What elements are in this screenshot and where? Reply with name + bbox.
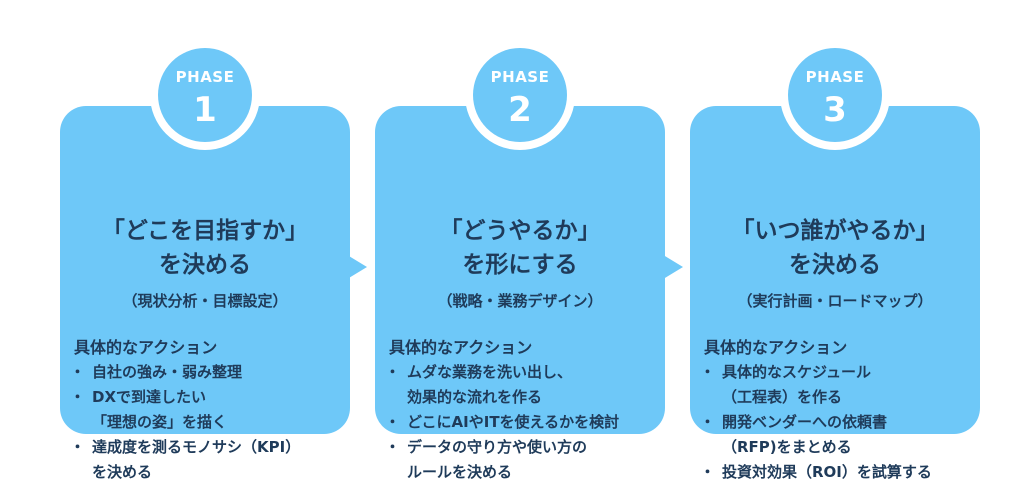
phase-subtitle: （現状分析・目標設定） <box>122 292 288 310</box>
list-item: ムダな業務を洗い出し、 効果的な流れを作る <box>385 360 659 410</box>
phase-card: 「いつ誰がやるか」 を決める （実行計画・ロードマップ） 具体的なアクション 具… <box>690 106 980 485</box>
list-item: 開発ベンダーへの依頼書 （RFP)をまとめる <box>700 410 974 460</box>
list-item: 具体的なスケジュール （工程表）を作る <box>700 360 974 410</box>
action-list: 具体的なスケジュール （工程表）を作る 開発ベンダーへの依頼書 （RFP)をまと… <box>700 360 974 485</box>
phase-card: 「どこを目指すか」 を決める （現状分析・目標設定） 具体的なアクション 自社の… <box>60 106 350 481</box>
phase-badge: PHASE 1 <box>150 40 260 150</box>
list-item: DXで到達したい 「理想の姿」を描く <box>70 385 344 435</box>
phase-number: 1 <box>193 90 217 130</box>
list-item: 自社の強み・弱み整理 <box>70 360 344 385</box>
arrow-right-icon <box>655 250 683 284</box>
phase-3-panel: 「いつ誰がやるか」 を決める （実行計画・ロードマップ） 具体的なアクション 具… <box>690 40 980 485</box>
list-item: どこにAIやITを使えるかを検討 <box>385 410 659 435</box>
action-list: 自社の強み・弱み整理 DXで到達したい 「理想の姿」を描く 達成度を測るモノサシ… <box>70 360 344 485</box>
phase-1-panel: 「どこを目指すか」 を決める （現状分析・目標設定） 具体的なアクション 自社の… <box>60 40 350 481</box>
phase-subtitle: （戦略・業務デザイン） <box>437 292 603 310</box>
phase-card: 「どうやるか」 を形にする （戦略・業務デザイン） 具体的なアクション ムダな業… <box>375 106 665 481</box>
actions-heading: 具体的なアクション <box>389 338 533 357</box>
phase-number: 3 <box>823 90 847 130</box>
phase-2-panel: 「どうやるか」 を形にする （戦略・業務デザイン） 具体的なアクション ムダな業… <box>375 40 665 481</box>
phase-badge-circle: PHASE 3 <box>788 48 882 142</box>
phase-label: PHASE <box>175 68 235 86</box>
phase-title: 「どこを目指すか」 を決める <box>101 218 309 278</box>
list-item: 投資対効果（ROI）を試算する <box>700 460 974 485</box>
actions-heading: 具体的なアクション <box>74 338 218 357</box>
phase-badge-circle: PHASE 2 <box>473 48 567 142</box>
arrow-right-icon <box>339 250 367 284</box>
phase-label: PHASE <box>490 68 550 86</box>
list-item: 達成度を測るモノサシ（KPI） を決める <box>70 435 344 485</box>
phase-title: 「どうやるか」 を形にする <box>439 218 601 278</box>
phase-badge: PHASE 3 <box>780 40 890 150</box>
phase-badge: PHASE 2 <box>465 40 575 150</box>
phase-label: PHASE <box>805 68 865 86</box>
phase-badge-circle: PHASE 1 <box>158 48 252 142</box>
action-list: ムダな業務を洗い出し、 効果的な流れを作る どこにAIやITを使えるかを検討 デ… <box>385 360 659 485</box>
phase-subtitle: （実行計画・ロードマップ） <box>737 292 933 310</box>
list-item: データの守り方や使い方の ルールを決める <box>385 435 659 485</box>
actions-heading: 具体的なアクション <box>704 338 848 357</box>
phase-title: 「いつ誰がやるか」 を決める <box>731 218 939 278</box>
phase-number: 2 <box>508 90 532 130</box>
